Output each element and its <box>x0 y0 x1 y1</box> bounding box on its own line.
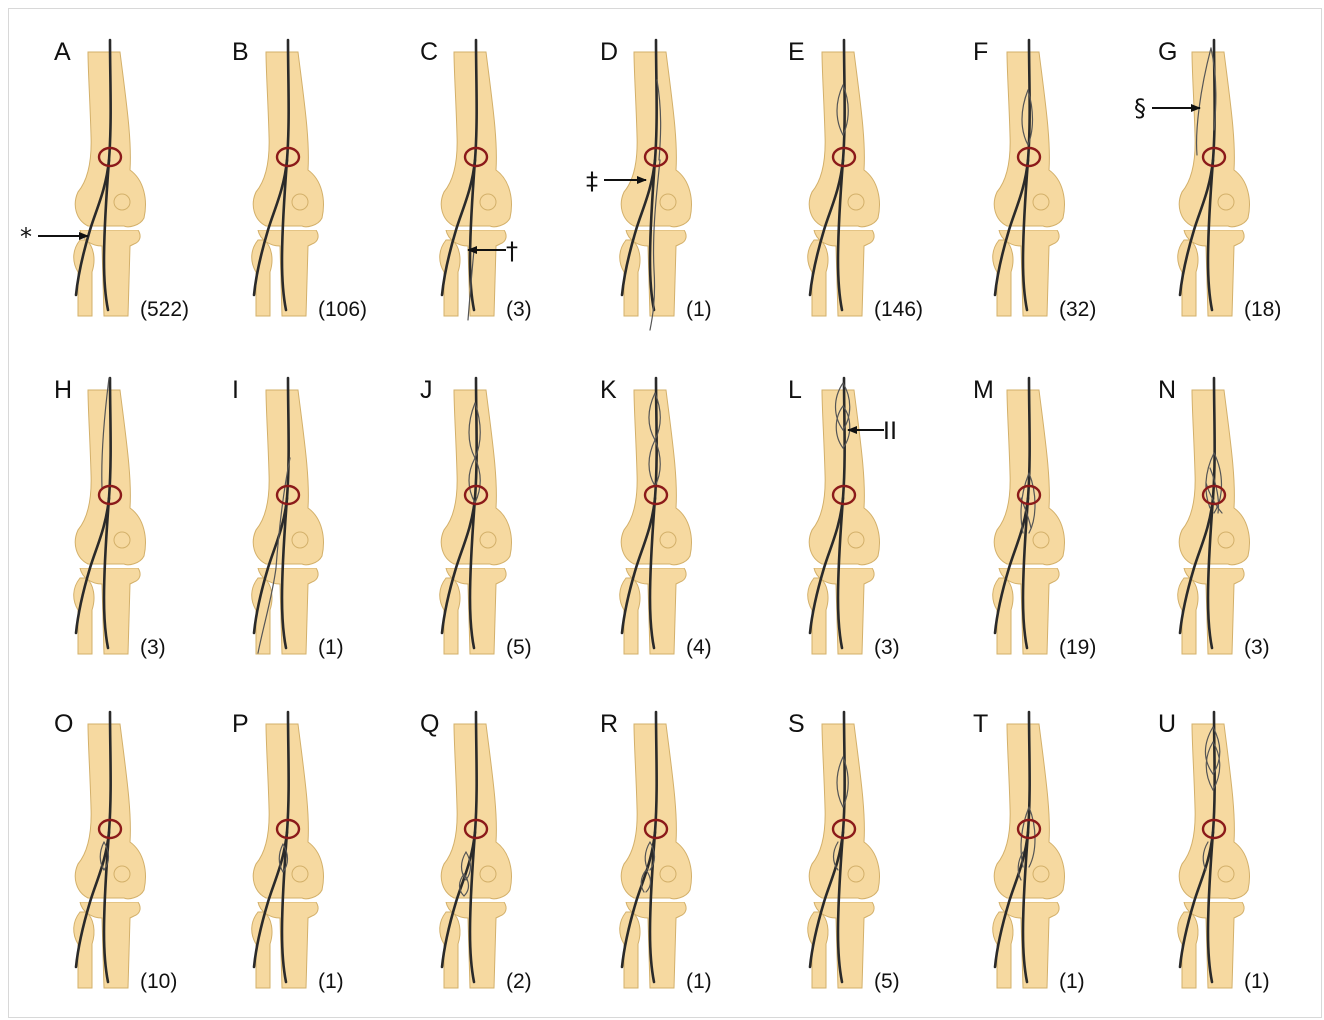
panel-letter: J <box>420 376 433 404</box>
panel-count: (1) <box>318 970 344 993</box>
panel-letter: G <box>1158 38 1177 66</box>
panel-letter: H <box>54 376 72 404</box>
panel-d: D (1) ‡ <box>586 38 712 330</box>
patella <box>1218 866 1234 882</box>
panel-count: (1) <box>686 298 712 321</box>
patella <box>292 532 308 548</box>
panel-count: (5) <box>874 970 900 993</box>
panel-count: (522) <box>140 298 189 321</box>
panel-a: A (522) * <box>20 38 189 321</box>
patella <box>292 866 308 882</box>
panel-c: C (3) † <box>420 38 532 321</box>
panel-count: (5) <box>506 636 532 659</box>
patella <box>114 194 130 210</box>
patella <box>1033 194 1049 210</box>
panel-count: (18) <box>1244 298 1281 321</box>
panel-count: (32) <box>1059 298 1096 321</box>
patella <box>1218 532 1234 548</box>
panel-u: U (1) <box>1158 710 1270 993</box>
panel-count: (2) <box>506 970 532 993</box>
marker-symbol: II <box>883 417 897 445</box>
panel-letter: R <box>600 710 618 738</box>
panel-count: (1) <box>1059 970 1085 993</box>
panel-e: E (146) <box>788 38 923 321</box>
patella <box>660 866 676 882</box>
marker-symbol: § <box>1134 94 1146 122</box>
patella <box>660 532 676 548</box>
panel-l: L (3) II <box>788 376 900 659</box>
patella <box>848 532 864 548</box>
patella <box>1033 532 1049 548</box>
patella <box>1218 194 1234 210</box>
panel-f: F (32) <box>973 38 1096 321</box>
panel-count: (1) <box>1244 970 1270 993</box>
panel-count: (3) <box>874 636 900 659</box>
panel-r: R (1) <box>600 710 712 993</box>
panel-letter: I <box>232 376 239 404</box>
panel-letter: K <box>600 376 617 404</box>
marker-symbol: ‡ <box>586 167 598 195</box>
panel-i: I (1) <box>232 376 344 659</box>
panel-j: J (5) <box>420 376 532 659</box>
panel-count: (3) <box>506 298 532 321</box>
patella <box>480 866 496 882</box>
panel-letter: D <box>600 38 618 66</box>
panel-letter: E <box>788 38 805 66</box>
patella <box>114 532 130 548</box>
panel-s: S (5) <box>788 710 900 993</box>
panel-letter: N <box>1158 376 1176 404</box>
panel-letter: M <box>973 376 994 404</box>
patella <box>292 194 308 210</box>
panel-count: (146) <box>874 298 923 321</box>
panel-letter: P <box>232 710 249 738</box>
panel-n: N (3) <box>1158 376 1270 659</box>
panel-k: K (4) <box>600 376 712 659</box>
panel-g: G (18) § <box>1134 38 1281 321</box>
patella <box>848 866 864 882</box>
marker-symbol: † <box>506 237 518 265</box>
panel-p: P (1) <box>232 710 344 993</box>
panel-count: (3) <box>1244 636 1270 659</box>
panel-b: B (106) <box>232 38 367 321</box>
panel-t: T (1) <box>973 710 1085 993</box>
panel-letter: O <box>54 710 73 738</box>
panel-count: (3) <box>140 636 166 659</box>
panel-letter: Q <box>420 710 439 738</box>
panel-letter: U <box>1158 710 1176 738</box>
panel-letter: B <box>232 38 249 66</box>
panel-o: O (10) <box>54 710 177 993</box>
patella <box>1033 866 1049 882</box>
patella <box>114 866 130 882</box>
panel-q: Q (2) <box>420 710 532 993</box>
panel-h: H (3) <box>54 376 166 659</box>
patella <box>660 194 676 210</box>
panel-count: (1) <box>318 636 344 659</box>
panel-letter: S <box>788 710 805 738</box>
patella <box>480 532 496 548</box>
marker-symbol: * <box>20 223 32 251</box>
panel-letter: T <box>973 710 988 738</box>
panel-m: M (19) <box>973 376 1096 659</box>
panel-count: (19) <box>1059 636 1096 659</box>
patella <box>848 194 864 210</box>
patella <box>480 194 496 210</box>
panel-letter: C <box>420 38 438 66</box>
panel-count: (106) <box>318 298 367 321</box>
panel-letter: A <box>54 38 71 66</box>
panel-count: (4) <box>686 636 712 659</box>
panel-letter: L <box>788 376 802 404</box>
panel-count: (10) <box>140 970 177 993</box>
panel-letter: F <box>973 38 988 66</box>
panel-count: (1) <box>686 970 712 993</box>
